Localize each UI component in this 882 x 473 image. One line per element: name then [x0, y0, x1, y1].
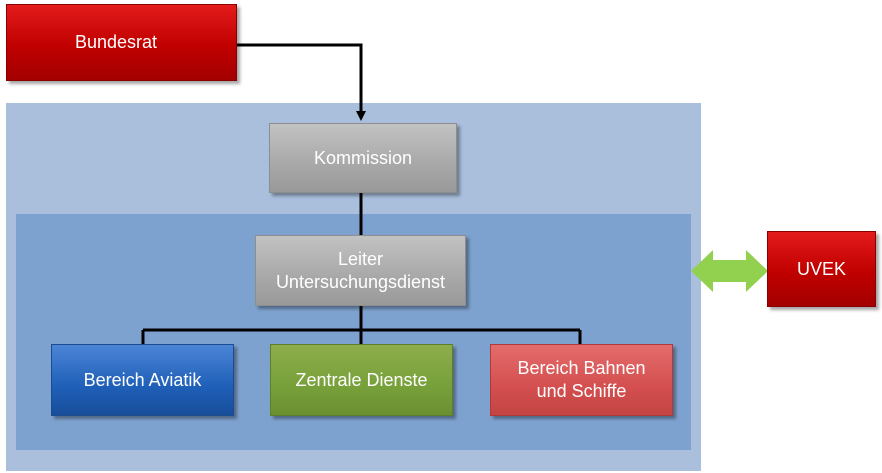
leiter-label-line1: Leiter [337, 248, 383, 269]
bereich-bahnen-schiffe-box: Bereich Bahnen und Schiffe [490, 344, 673, 416]
uvek-double-arrow [691, 250, 768, 292]
bundesrat-box: Bundesrat [6, 4, 237, 81]
zentrale-dienste-box: Zentrale Dienste [270, 344, 453, 416]
uvek-label: UVEK [796, 258, 847, 279]
bereich-aviatik-label: Bereich Aviatik [83, 369, 202, 390]
kommission-label: Kommission [313, 147, 413, 168]
leiter-untersuchungsdienst-box: Leiter Untersuchungsdienst [255, 235, 466, 306]
kommission-box: Kommission [269, 123, 457, 193]
leiter-to-bereiche-connector [141, 306, 582, 344]
leiter-label-line2: Untersuchungsdienst [275, 271, 446, 292]
bundesrat-to-kommission-arrow [237, 43, 366, 121]
bahnen-label-line1: Bereich Bahnen [517, 358, 646, 378]
bundesrat-label: Bundesrat [75, 32, 158, 52]
zentrale-dienste-label: Zentrale Dienste [295, 369, 428, 390]
bahnen-label-line2: und Schiffe [536, 381, 627, 401]
uvek-box: UVEK [767, 231, 876, 307]
bereich-aviatik-box: Bereich Aviatik [51, 344, 234, 416]
